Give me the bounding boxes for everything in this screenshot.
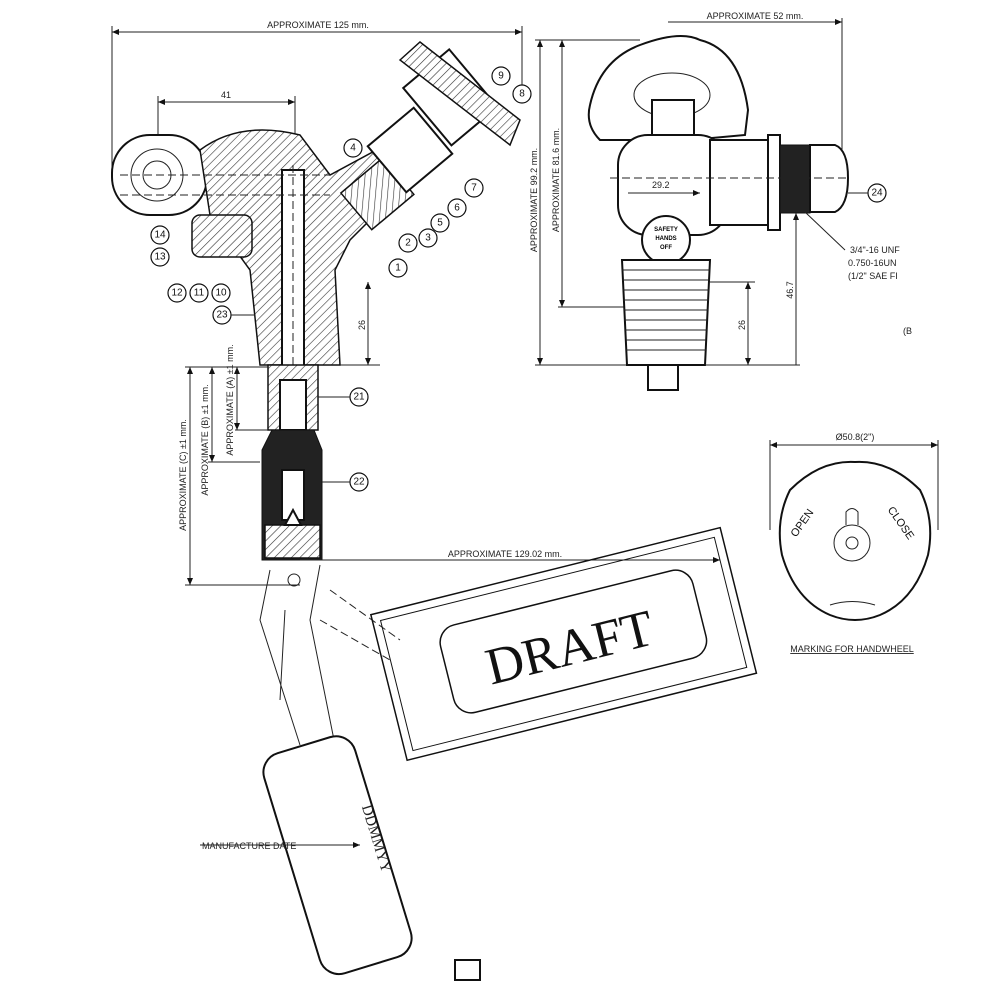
off-text: OFF [660,245,672,251]
note-b: (B [903,326,912,336]
callout-23: 23 [212,305,232,325]
hands-text: HANDS [655,236,676,242]
svg-text:6: 6 [454,203,460,214]
svg-text:1: 1 [395,263,401,274]
callout-4: 4 [343,138,363,158]
svg-text:24: 24 [871,188,883,199]
callout-7: 7 [464,178,484,198]
svg-text:9: 9 [498,71,504,82]
dim-a: APPROXIMATE (A) ±1 mm. [225,344,235,455]
svg-text:14: 14 [154,230,166,241]
safety-text: SAFETY [654,227,678,233]
dim-width-125: APPROXIMATE 125 mm. [267,20,369,30]
callout-11: 11 [189,283,209,303]
svg-text:3: 3 [425,233,431,244]
callout-22: 22 [349,472,369,492]
svg-text:12: 12 [171,288,183,299]
dim-width-52: APPROXIMATE 52 mm. [707,11,804,21]
svg-text:22: 22 [353,477,365,488]
dim-46: 46.7 [785,281,795,299]
thread-spec-1: 3/4"-16 UNF [850,245,900,255]
callout-10: 10 [211,283,231,303]
callout-3: 3 [418,228,438,248]
handwheel-marking: Ø50.8(2") OPEN CLOSE MARKING FOR HANDWHE… [769,432,939,654]
dim-26-right: 26 [737,320,747,330]
svg-text:5: 5 [437,218,443,229]
svg-text:11: 11 [194,288,205,299]
dim-height-99: APPROXIMATE 99.2 mm. [529,148,539,252]
dim-arm: APPROXIMATE 129.02 mm. [448,549,562,559]
svg-text:21: 21 [353,392,365,403]
exterior-view: APPROXIMATE 52 mm. APPROXIMATE 99.2 mm. … [529,11,912,391]
svg-text:13: 13 [154,252,166,263]
section-view: APPROXIMATE 125 mm. 41 26 APPROXIMATE (C… [111,20,758,981]
dim-height-81: APPROXIMATE 81.6 mm. [551,128,561,232]
callout-13: 13 [150,247,170,267]
svg-text:10: 10 [215,288,227,299]
svg-text:23: 23 [216,310,228,321]
callout-6: 6 [447,198,467,218]
manufacture-date-label: MANUFACTURE DATE [202,841,296,851]
dim-c: APPROXIMATE (C) ±1 mm. [178,419,188,531]
callout-14: 14 [150,225,170,245]
callout-1: 1 [388,258,408,278]
dim-26-left: 26 [357,320,367,330]
float [262,735,413,976]
svg-text:4: 4 [350,143,356,154]
handwheel-caption: MARKING FOR HANDWHEEL [790,644,914,654]
callout-9: 9 [491,66,511,86]
callouts: 1 2 3 4 5 6 7 8 9 10 11 12 13 14 21 22 2… [150,66,532,492]
callout-5: 5 [430,213,450,233]
callout-8: 8 [512,84,532,104]
callout-2: 2 [398,233,418,253]
dim-41: 41 [221,90,231,100]
dim-b: APPROXIMATE (B) ±1 mm. [200,384,210,495]
draft-stamp: DRAFT [369,526,758,762]
handwheel-diameter: Ø50.8(2") [836,432,875,442]
thread-spec-2: 0.750-16UN [848,258,897,268]
svg-text:7: 7 [471,183,477,194]
callout-12: 12 [167,283,187,303]
svg-text:2: 2 [405,238,411,249]
callout-24: 24 [867,183,887,203]
callout-21: 21 [349,387,369,407]
dim-29: 29.2 [652,180,670,190]
svg-text:8: 8 [519,89,525,100]
thread-spec-3: (1/2" SAE FI [848,271,898,281]
